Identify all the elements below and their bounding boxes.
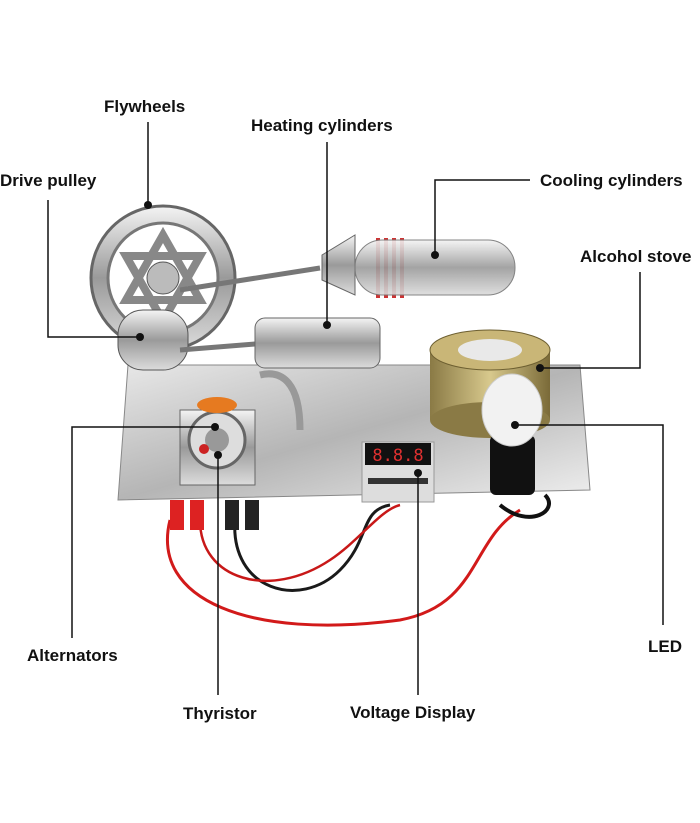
red-wire — [166, 508, 521, 627]
label-thyristor: Thyristor — [183, 704, 257, 723]
red-wire-2 — [198, 503, 401, 582]
leader-cooling — [434, 179, 530, 255]
label-heating-cylinders: Heating cylinders — [251, 116, 393, 135]
label-drive-pulley: Drive pulley — [0, 171, 97, 190]
leader-alternators — [71, 426, 215, 638]
heating-cylinder — [254, 317, 381, 369]
label-flywheels: Flywheels — [104, 97, 186, 116]
voltage-display-module: 8.8.8 — [361, 441, 435, 503]
leader-led — [515, 424, 664, 625]
label-voltage-display: Voltage Display — [350, 703, 476, 722]
label-led: LED — [648, 637, 682, 656]
drive-pulley — [117, 309, 189, 371]
alternator — [179, 397, 256, 486]
leader-stove — [540, 272, 641, 369]
black-wire — [233, 503, 391, 592]
svg-text:8.8.8: 8.8.8 — [372, 446, 423, 466]
led — [481, 373, 543, 447]
label-cooling-cylinders: Cooling cylinders — [540, 171, 683, 190]
label-alcohol-stove: Alcohol stove — [580, 247, 692, 266]
leader-drive-pulley — [47, 200, 140, 338]
label-alternators: Alternators — [27, 646, 118, 665]
